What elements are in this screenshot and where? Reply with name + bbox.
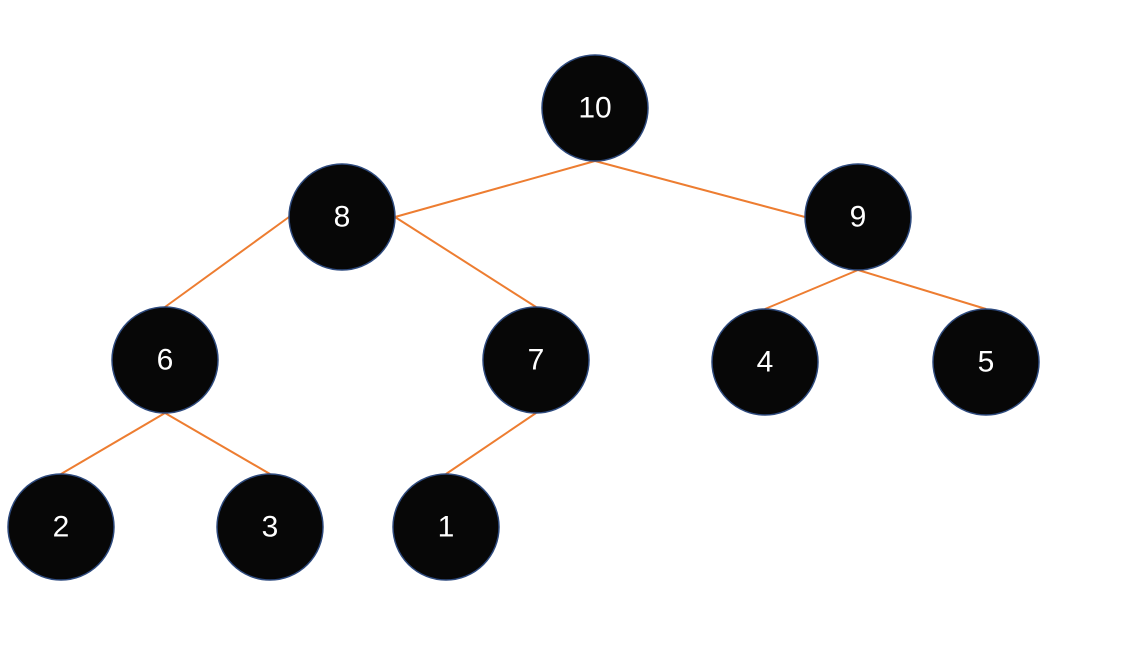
tree-node-label: 3 bbox=[262, 511, 279, 544]
tree-node-7[interactable]: 7 bbox=[482, 306, 590, 414]
tree-node-3[interactable]: 3 bbox=[216, 473, 324, 581]
tree-node-circle[interactable] bbox=[932, 308, 1040, 416]
tree-edge-n6-n3 bbox=[164, 412, 271, 475]
tree-edge-n6-n2 bbox=[60, 412, 166, 475]
tree-node-10[interactable]: 10 bbox=[541, 54, 649, 162]
tree-node-label: 6 bbox=[157, 344, 174, 377]
tree-node-circle[interactable] bbox=[541, 54, 649, 162]
tree-edge-n7-n1 bbox=[445, 412, 537, 475]
tree-node-circle[interactable] bbox=[7, 473, 115, 581]
tree-node-circle[interactable] bbox=[711, 308, 819, 416]
tree-node-circle[interactable] bbox=[288, 163, 396, 271]
tree-edge-n8-n7 bbox=[394, 216, 537, 308]
tree-node-label: 5 bbox=[978, 346, 995, 379]
tree-edges-layer bbox=[60, 160, 987, 475]
tree-node-circle[interactable] bbox=[216, 473, 324, 581]
tree-node-label: 7 bbox=[528, 344, 545, 377]
tree-node-circle[interactable] bbox=[111, 306, 219, 414]
tree-edge-n9-n4 bbox=[764, 269, 859, 310]
tree-node-4[interactable]: 4 bbox=[711, 308, 819, 416]
tree-nodes-layer: 10 8 9 6 7 4 5 2 3 1 bbox=[7, 54, 1040, 581]
tree-node-label: 2 bbox=[53, 511, 70, 544]
tree-node-8[interactable]: 8 bbox=[288, 163, 396, 271]
tree-edge-n10-n9 bbox=[594, 160, 806, 218]
tree-node-label: 1 bbox=[438, 511, 455, 544]
tree-node-circle[interactable] bbox=[804, 163, 912, 271]
tree-node-label: 8 bbox=[334, 201, 351, 234]
tree-node-5[interactable]: 5 bbox=[932, 308, 1040, 416]
tree-node-label: 9 bbox=[850, 201, 867, 234]
tree-node-label: 10 bbox=[578, 92, 611, 125]
tree-node-label: 4 bbox=[757, 346, 774, 379]
tree-node-circle[interactable] bbox=[482, 306, 590, 414]
tree-node-6[interactable]: 6 bbox=[111, 306, 219, 414]
tree-node-2[interactable]: 2 bbox=[7, 473, 115, 581]
tree-edge-n10-n8 bbox=[394, 160, 596, 218]
tree-node-1[interactable]: 1 bbox=[392, 473, 500, 581]
tree-node-circle[interactable] bbox=[392, 473, 500, 581]
tree-edge-n8-n6 bbox=[164, 216, 290, 308]
tree-edge-n9-n5 bbox=[857, 269, 987, 310]
tree-node-9[interactable]: 9 bbox=[804, 163, 912, 271]
